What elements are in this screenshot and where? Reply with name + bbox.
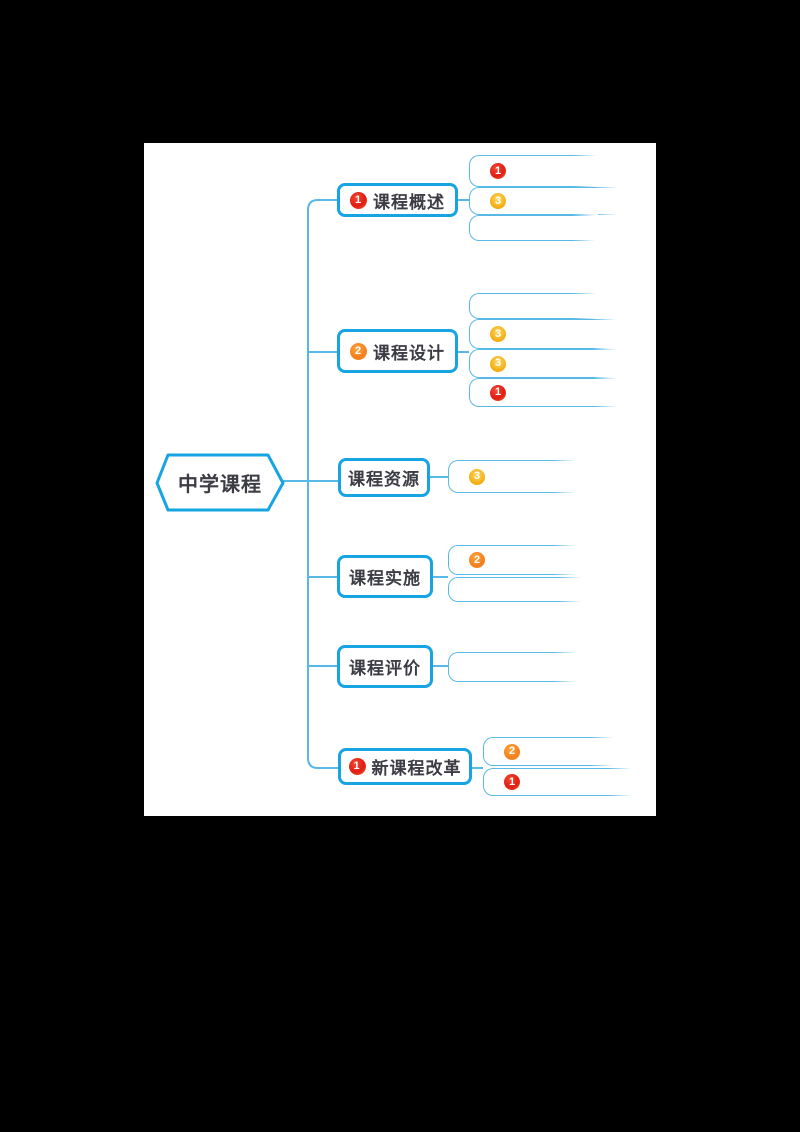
priority-1-badge: 1 <box>350 191 367 209</box>
root-node-label: 中学课程 <box>178 474 262 496</box>
child-topic[interactable]: 1 <box>469 154 599 188</box>
priority-2-badge: 2 <box>504 743 520 760</box>
child-topic[interactable]: 3 <box>448 459 578 494</box>
branch-label: 课程评价 <box>349 659 421 678</box>
child-topic[interactable] <box>448 576 584 603</box>
child-topic[interactable] <box>469 214 598 242</box>
priority-1-badge: 1 <box>490 384 506 401</box>
mindmap-canvas: 中学课程 1 课程概述 1 3 2 课程设计 3 3 1 课程资 <box>144 143 656 816</box>
child-topic[interactable] <box>448 651 579 683</box>
trunk-line <box>307 199 338 769</box>
priority-2-badge: 2 <box>469 552 485 568</box>
branch-node-course-overview[interactable]: 1 课程概述 <box>337 183 458 217</box>
priority-3-badge: 3 <box>490 326 506 342</box>
priority-2-badge: 2 <box>350 342 367 360</box>
child-topic[interactable]: 2 <box>448 544 579 576</box>
priority-1-badge: 1 <box>490 163 506 179</box>
child-topic[interactable]: 1 <box>469 377 620 408</box>
branch-label: 课程实施 <box>349 569 421 588</box>
child-topic[interactable] <box>469 292 599 320</box>
branch-label: 课程设计 <box>373 343 445 363</box>
branch-node-new-curriculum-reform[interactable]: 1 新课程改革 <box>338 748 472 785</box>
child-topic[interactable]: 3 <box>469 348 619 379</box>
root-node[interactable]: 中学课程 <box>157 455 283 510</box>
connector-lines <box>155 199 483 769</box>
child-topic[interactable]: 3 <box>469 318 619 350</box>
priority-1-badge: 1 <box>504 774 520 790</box>
branch-node-course-evaluation[interactable]: 课程评价 <box>337 645 433 688</box>
child-topic[interactable]: 1 <box>483 767 634 797</box>
branch-node-course-implementation[interactable]: 课程实施 <box>337 555 433 598</box>
root-node-shape <box>155 453 285 512</box>
child-topic[interactable]: 3 <box>469 186 620 216</box>
priority-3-badge: 3 <box>469 468 485 485</box>
priority-1-badge: 1 <box>348 758 366 775</box>
child-topic[interactable]: 2 <box>483 736 616 767</box>
priority-3-badge: 3 <box>490 355 506 372</box>
branch-label: 课程概述 <box>373 192 445 212</box>
branch-label: 新课程改革 <box>371 759 462 778</box>
priority-3-badge: 3 <box>490 193 506 209</box>
branch-label: 课程资源 <box>348 470 420 489</box>
branch-node-course-design[interactable]: 2 课程设计 <box>337 329 458 373</box>
branch-node-course-resources[interactable]: 课程资源 <box>338 458 430 497</box>
